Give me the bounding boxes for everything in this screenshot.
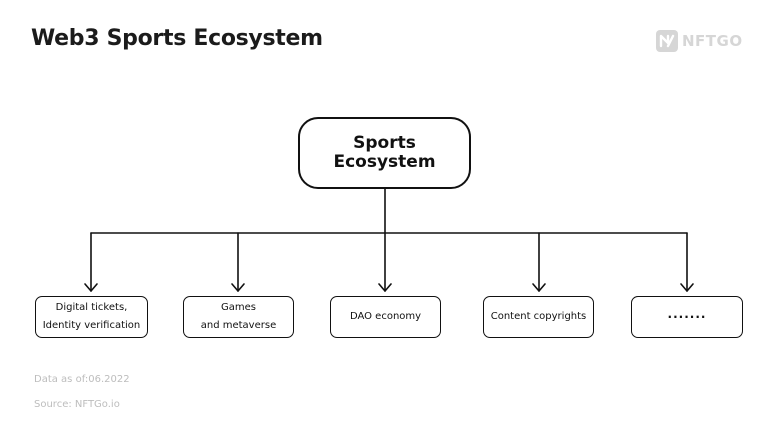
leaf-node-ellipsis: ······· (667, 310, 707, 324)
brand-logo: NFTGO (656, 30, 743, 52)
leaf-node-more: ······· (631, 296, 743, 338)
source-note: Source: NFTGo.io (34, 399, 120, 410)
data-date-note: Data as of:06.2022 (34, 374, 130, 385)
arrow-head-2 (231, 283, 245, 292)
leaf-node-label: Games and metaverse (200, 302, 277, 331)
leaf-node-content-copyrights: Content copyrights (483, 296, 594, 338)
arrow-head-4 (532, 283, 546, 292)
arrow-head-1 (84, 283, 98, 292)
leaf-node-dao-economy: DAO economy (330, 296, 441, 338)
leaf-node-label: Digital tickets, Identity verification (42, 302, 141, 331)
leaf-node-label: DAO economy (349, 311, 422, 322)
nftgo-logo-icon (656, 30, 678, 52)
root-node-label: Sports Ecosystem (333, 133, 436, 172)
logo-text: NFTGO (682, 32, 743, 50)
leaf-node-digital-tickets: Digital tickets, Identity verification (35, 296, 148, 338)
leaf-node-games: Games and metaverse (183, 296, 294, 338)
page-title: Web3 Sports Ecosystem (31, 26, 323, 51)
arrow-head-3 (378, 283, 392, 292)
leaf-node-label: Content copyrights (490, 311, 587, 322)
root-node: Sports Ecosystem (298, 117, 471, 189)
arrow-head-5 (680, 283, 694, 292)
